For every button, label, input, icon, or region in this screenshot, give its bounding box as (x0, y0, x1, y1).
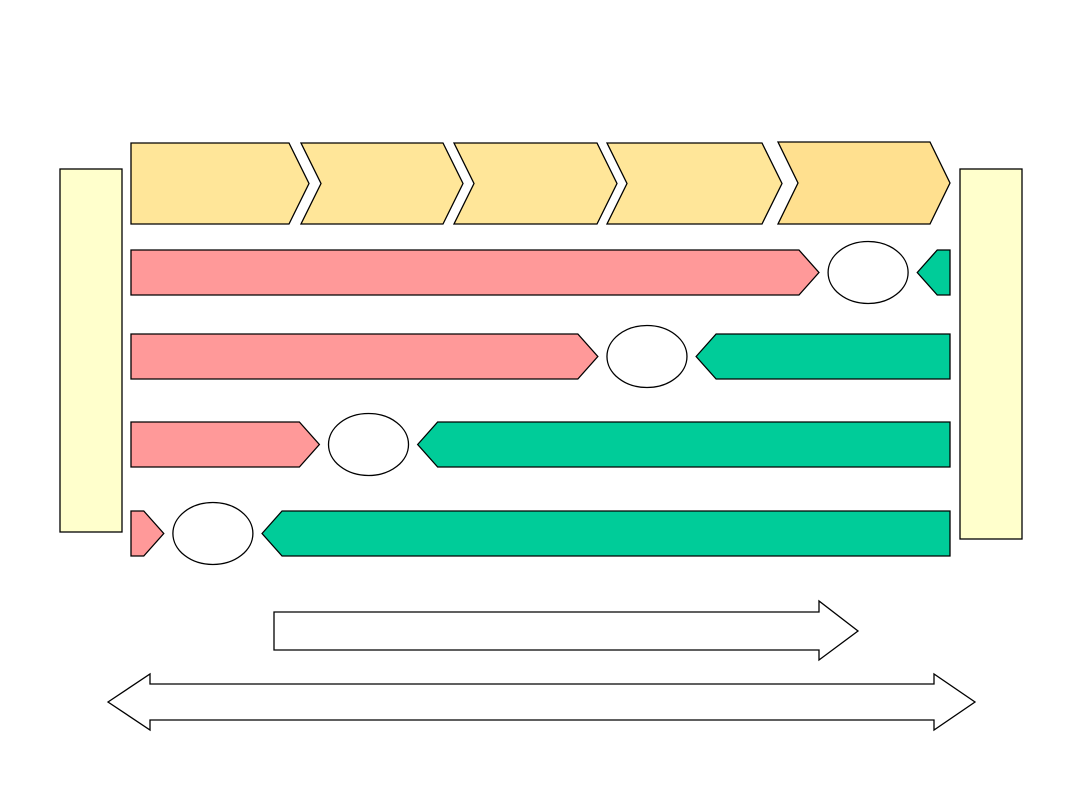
node-circle-row-1 (827, 240, 909, 305)
right-side-panel (959, 168, 1023, 540)
double-direction-arrow (106, 672, 977, 732)
forward-bar-row-1 (130, 249, 820, 296)
backward-bar-row-4 (261, 510, 951, 557)
bottom-arrows (106, 599, 977, 732)
stage-chevrons (130, 141, 951, 225)
forward-bar-row-2 (130, 333, 599, 380)
forward-bar-row-4 (130, 510, 165, 557)
right-panel-group (959, 168, 1023, 540)
backward-bar-row-3 (416, 421, 951, 468)
node-circle-row-3 (327, 412, 410, 477)
left-panel-group (59, 168, 123, 533)
single-direction-arrow (273, 599, 860, 662)
stage-chevron-1 (130, 142, 310, 225)
flow-rows (130, 240, 951, 566)
left-side-panel (59, 168, 123, 533)
backward-bar-row-2 (695, 333, 951, 380)
stage-chevron-3 (452, 142, 618, 225)
stage-chevron-2 (299, 142, 464, 225)
stage-chevron-4 (605, 142, 783, 225)
stage-chevron-5 (776, 141, 951, 225)
forward-bar-row-3 (130, 421, 321, 468)
backward-bar-row-1 (916, 249, 951, 296)
node-circle-row-2 (606, 324, 688, 389)
node-circle-row-4 (172, 501, 254, 566)
